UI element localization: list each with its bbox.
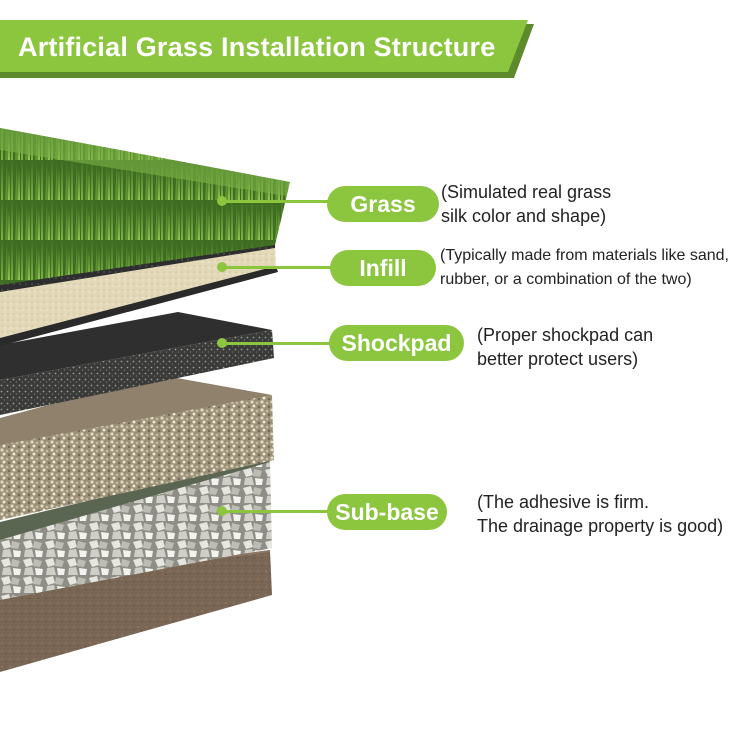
- layer-desc-grass: (Simulated real grass silk color and sha…: [441, 180, 611, 228]
- sub-base-leader-line: [222, 510, 342, 513]
- layer-label-shockpad: Shockpad: [329, 325, 464, 361]
- layer-desc-infill-line-1: (Typically made from materials like sand…: [440, 247, 729, 264]
- layer-desc-sub-base-line-1: (The adhesive is firm.: [477, 492, 650, 512]
- layer-desc-grass-line-2: silk color and shape): [441, 206, 607, 226]
- infill-leader-dot: [217, 262, 227, 272]
- title-banner-shape: [0, 20, 534, 78]
- layer-desc-shockpad-line-2: better protect users): [477, 349, 639, 369]
- layer-label-infill: Infill: [330, 250, 436, 286]
- sub-base-leader-dot: [217, 506, 227, 516]
- page-title: Artificial Grass Installation Structure: [18, 32, 496, 62]
- layer-desc-shockpad-line-1: (Proper shockpad can: [477, 325, 654, 345]
- shockpad-leader-line: [222, 342, 342, 345]
- grass-leader-line: [222, 200, 342, 203]
- grass-leader-dot: [217, 196, 227, 206]
- shockpad-leader-dot: [217, 338, 227, 348]
- layer-desc-sub-base: (The adhesive is firm. The drainage prop…: [477, 490, 723, 538]
- layer-label-grass: Grass: [327, 186, 439, 222]
- layer-desc-grass-line-1: (Simulated real grass: [441, 182, 612, 202]
- infill-leader-line: [222, 266, 342, 269]
- title-banner: Artificial Grass Installation Structure: [0, 20, 540, 80]
- layer-desc-shockpad: (Proper shockpad can better protect user…: [477, 323, 653, 371]
- layer-desc-infill-line-2: rubber, or a combination of the two): [440, 271, 692, 288]
- layer-desc-sub-base-line-2: The drainage property is good): [477, 516, 724, 536]
- layer-desc-infill: (Typically made from materials like sand…: [440, 244, 729, 292]
- layer-label-sub-base: Sub-base: [327, 494, 447, 530]
